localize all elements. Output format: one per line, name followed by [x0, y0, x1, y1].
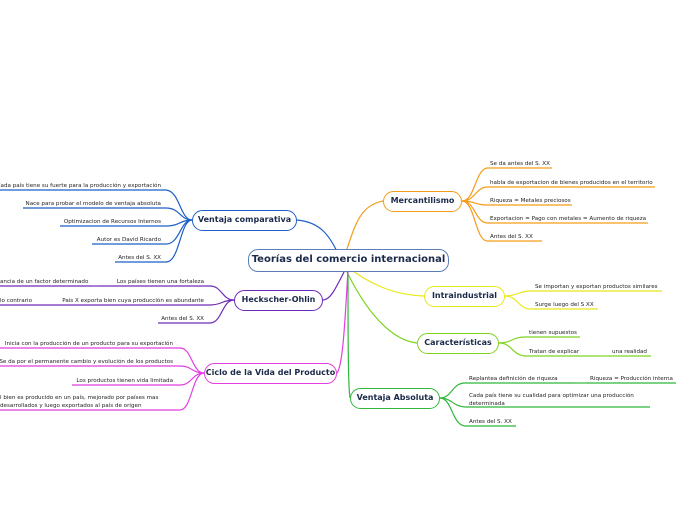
- leaf-heckscher-1[interactable]: Los países tienen una fortaleza: [116, 279, 204, 285]
- node-ciclo-vida[interactable]: Ciclo de la Vida del Producto: [204, 363, 337, 384]
- node-intraindustrial[interactable]: Intraindustrial: [424, 286, 505, 307]
- leaf-ventaja-absoluta-2[interactable]: Cada país tiene su cualidad para optimiz…: [469, 393, 634, 407]
- leaf-ventaja-absoluta-3[interactable]: Antes del S. XX: [469, 419, 512, 425]
- leaf-caracteristicas-sub[interactable]: una realidad: [612, 349, 647, 355]
- leaf-ventaja-comparativa-4[interactable]: Autor es David Ricardo: [96, 237, 161, 243]
- leaf-heckscher-3[interactable]: Antes del S. XX: [161, 316, 204, 322]
- leaf-mercantilismo-4[interactable]: Exportacion = Pago con metales = Aumento…: [490, 216, 647, 222]
- leaf-ciclo-2[interactable]: Se da por el permanente cambio y evoluci…: [0, 359, 173, 365]
- leaf-ventaja-absoluta-sub[interactable]: Riqueza = Producción interna: [590, 376, 673, 382]
- node-ventaja-absoluta[interactable]: Ventaja Absoluta: [350, 388, 440, 409]
- leaf-ventaja-absoluta-1[interactable]: Replantea definición de riqueza: [469, 376, 558, 382]
- leaf-ventaja-comparativa-5[interactable]: Antes del S. XX: [118, 255, 161, 261]
- leaf-mercantilismo-2[interactable]: habla de exportacion de bienes producido…: [490, 180, 653, 186]
- connector-heckscher: [322, 269, 346, 301]
- connector-mercantilismo: [344, 200, 384, 256]
- connector-caracteristicas: [344, 267, 418, 344]
- leaf-mercantilismo-3[interactable]: Riqueza = Metales preciosos: [490, 198, 571, 204]
- leaf-heckscher-sub-2[interactable]: lo contrario: [0, 298, 32, 304]
- node-ventaja-comparativa[interactable]: Ventaja comparativa: [192, 210, 297, 231]
- leaf-ventaja-comparativa-3[interactable]: Optimizacion de Recursos Internos: [63, 219, 161, 225]
- leaf-ciclo-4[interactable]: l bien es producido en un país, mejorado…: [0, 395, 159, 409]
- leaf-caracteristicas-2[interactable]: Tratan de explicar: [529, 349, 580, 355]
- connector-ciclo: [336, 269, 349, 374]
- leaf-heckscher-sub-1[interactable]: ancia de un factor determinado: [0, 279, 89, 285]
- leaf-heckscher-2[interactable]: País X exporta bien cuya producción es a…: [62, 298, 204, 304]
- leaf-caracteristicas-1[interactable]: tienen supuestos: [529, 330, 577, 336]
- node-heckscher-ohlin[interactable]: Heckscher-Ohlin: [234, 290, 323, 311]
- leaf-ventaja-comparativa-1[interactable]: Cada país tiene su fuerte para la produc…: [0, 183, 161, 189]
- leaf-ventaja-comparativa-2[interactable]: Nace para probar el modelo de ventaja ab…: [25, 201, 161, 207]
- connector-ventaja-absoluta: [347, 269, 351, 399]
- leaf-intraindustrial-2[interactable]: Surge luego del S XX: [535, 302, 594, 308]
- node-caracteristicas[interactable]: Características: [417, 333, 499, 354]
- leaf-intraindustrial-1[interactable]: Se importan y exportan productos similar…: [535, 284, 658, 290]
- central-topic[interactable]: Teorías del comercio internacional: [248, 249, 449, 272]
- leaf-ciclo-1[interactable]: Inicia con la producción de un producto …: [4, 341, 173, 347]
- leaf-mercantilismo-5[interactable]: Antes del S. XX: [490, 234, 533, 240]
- node-mercantilismo[interactable]: Mercantilismo: [383, 191, 462, 212]
- leaf-mercantilismo-1[interactable]: Se da antes del S. XX: [490, 161, 550, 167]
- leaf-ciclo-3[interactable]: Los productos tienen vida limitada: [76, 378, 173, 384]
